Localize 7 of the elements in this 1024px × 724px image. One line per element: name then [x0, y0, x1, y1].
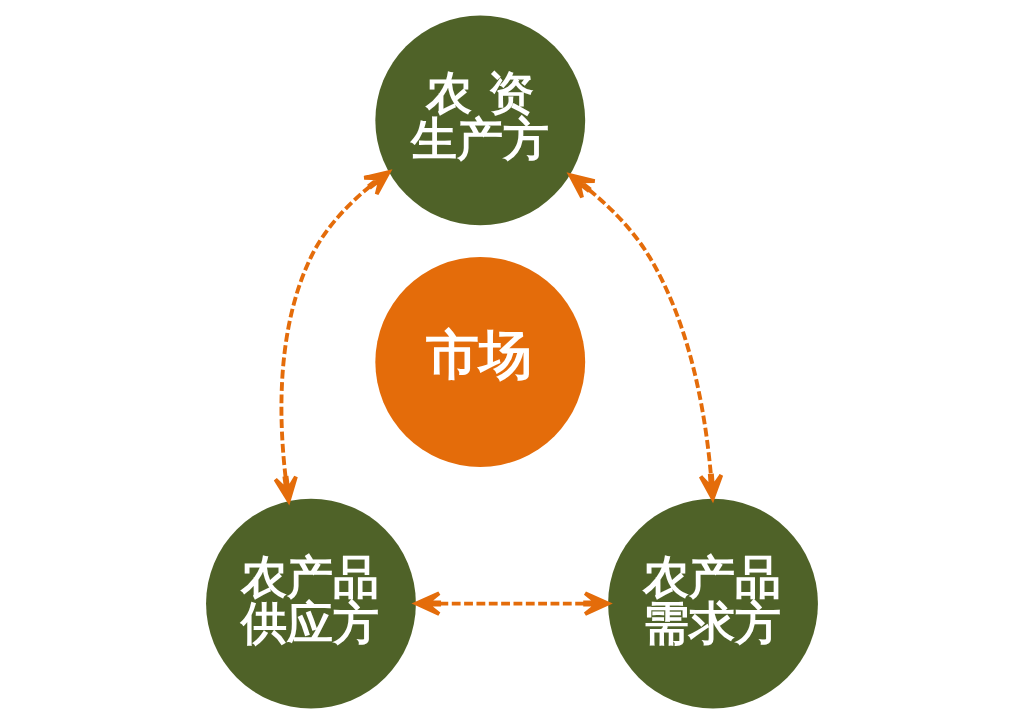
node-circle: 农 资生产方: [375, 15, 586, 226]
arrow: [414, 591, 611, 616]
arrow: [568, 173, 724, 501]
arrow: [273, 170, 391, 503]
node-circle: 市场: [375, 257, 586, 467]
node-circle: 农产品需求方: [608, 498, 818, 709]
node-circle: 农产品供应方: [206, 498, 416, 709]
